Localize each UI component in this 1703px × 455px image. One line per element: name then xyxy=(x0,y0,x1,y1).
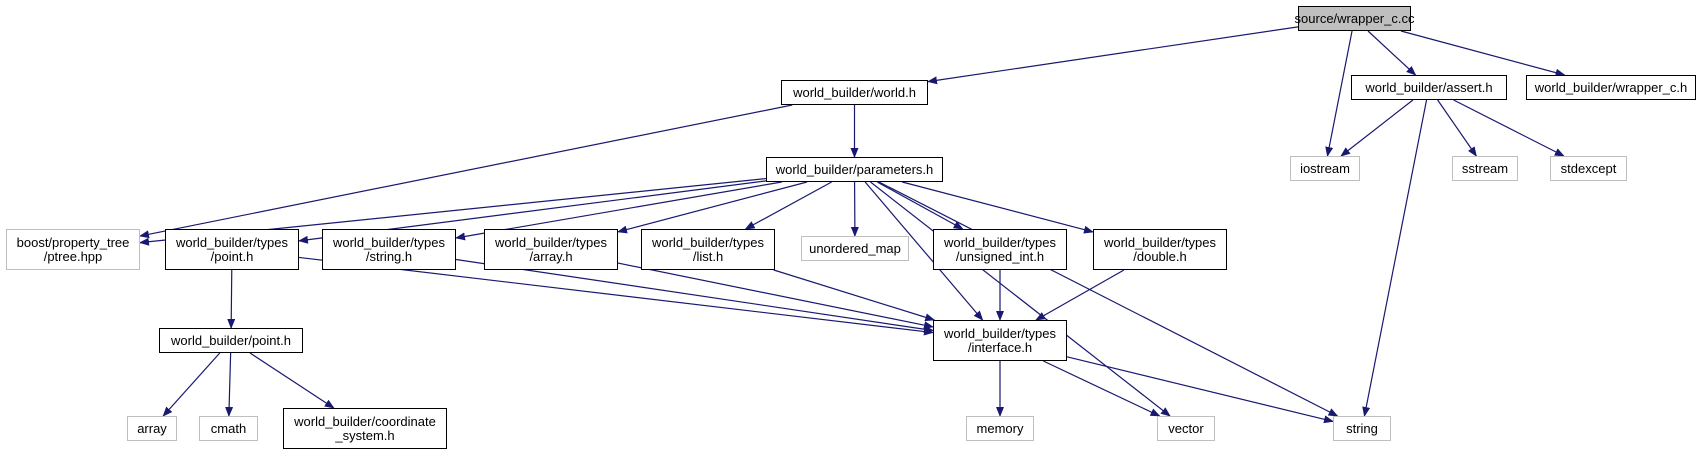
node-label-line: world_builder/parameters.h xyxy=(775,161,934,177)
node-types-array-h[interactable]: world_builder/types /array.h xyxy=(484,229,618,270)
edge-types_array_h-to-types_interface_h xyxy=(617,262,934,330)
node-label-line: world_builder/types xyxy=(943,325,1056,341)
node-unordered-map: unordered_map xyxy=(801,236,909,261)
node-label-line: sstream xyxy=(1461,160,1509,176)
edge-wrapper_c_cc-to-assert_h xyxy=(1367,30,1417,76)
node-array: array xyxy=(127,416,177,441)
node-world-h[interactable]: world_builder/world.h xyxy=(781,80,928,105)
edge-parameters_h-to-types_interface_h xyxy=(864,181,984,321)
node-label-line: world_builder/wrapper_c.h xyxy=(1534,79,1688,95)
node-label-line: source/wrapper_c.cc xyxy=(1294,10,1415,26)
node-types-point-h[interactable]: world_builder/types /point.h xyxy=(165,229,299,270)
edge-types_interface_h-to-vector xyxy=(1043,360,1161,417)
node-label-line: world_builder/world.h xyxy=(793,84,916,100)
node-iostream: iostream xyxy=(1290,156,1360,181)
node-point-h[interactable]: world_builder/point.h xyxy=(159,328,303,353)
node-label-line: /unsigned_int.h xyxy=(955,248,1045,264)
node-label-line: world_builder/assert.h xyxy=(1365,79,1493,95)
node-label-line: /ptree.hpp xyxy=(43,248,103,264)
node-types-string-h[interactable]: world_builder/types /string.h xyxy=(322,229,456,270)
edge-wrapper_c_cc-to-iostream xyxy=(1325,30,1353,157)
node-label-line: world_builder/types xyxy=(175,234,288,250)
node-wrapper-c-h[interactable]: world_builder/wrapper_c.h xyxy=(1526,75,1696,100)
edge-assert_h-to-sstream xyxy=(1437,99,1477,157)
node-vector: vector xyxy=(1157,416,1215,441)
node-label-line: /interface.h xyxy=(967,339,1033,355)
edge-point_h-to-cmath xyxy=(225,352,234,417)
node-source-wrapper-c-cc: source/wrapper_c.cc xyxy=(1295,6,1414,31)
node-label-line: world_builder/types xyxy=(651,234,764,250)
edge-parameters_h-to-types_double_h xyxy=(902,181,1094,234)
node-label-line: unordered_map xyxy=(809,240,901,256)
edge-world_h-to-ptree_hpp xyxy=(139,104,793,239)
edge-assert_h-to-stdexcept xyxy=(1453,99,1565,157)
node-label-line: stdexcept xyxy=(1560,160,1617,176)
node-parameters-h[interactable]: world_builder/parameters.h xyxy=(766,157,943,182)
edge-parameters_h-to-string xyxy=(878,181,1339,417)
node-boost-ptree-hpp: boost/property_tree /ptree.hpp xyxy=(6,229,140,270)
node-types-double-h[interactable]: world_builder/types /double.h xyxy=(1093,229,1227,270)
node-label-line: world_builder/types xyxy=(943,234,1056,250)
edge-parameters_h-to-types_array_h xyxy=(617,181,808,234)
node-types-interface-h[interactable]: world_builder/types /interface.h xyxy=(933,320,1067,361)
edge-parameters_h-to-vector xyxy=(870,181,1171,417)
node-types-list-h[interactable]: world_builder/types /list.h xyxy=(641,229,775,270)
edge-parameters_h-to-types_list_h xyxy=(744,181,832,230)
node-label-line: /double.h xyxy=(1133,248,1187,264)
node-label-line: _system.h xyxy=(335,427,395,443)
node-stdexcept: stdexcept xyxy=(1550,156,1627,181)
node-label-line: world_builder/types xyxy=(494,234,607,250)
node-label-line: world_builder/types xyxy=(1103,234,1216,250)
edge-wrapper_c_cc-to-wrapper_c_h xyxy=(1400,30,1566,77)
edge-types_interface_h-to-string xyxy=(1066,356,1334,424)
edge-assert_h-to-string xyxy=(1362,99,1428,417)
node-cmath: cmath xyxy=(199,416,258,441)
node-label-line: world_builder/types xyxy=(332,234,445,250)
node-label-line: iostream xyxy=(1300,160,1350,176)
edge-point_h-to-coordinate_system_h xyxy=(249,352,335,409)
edge-point_h-to-array xyxy=(162,352,221,417)
node-label-line: /list.h xyxy=(692,248,724,264)
node-label-line: world_builder/coordinate xyxy=(294,413,436,429)
edge-types_list_h-to-types_interface_h xyxy=(773,269,936,322)
node-sstream: sstream xyxy=(1452,156,1518,181)
node-memory: memory xyxy=(966,416,1034,441)
node-types-unsigned-int-h[interactable]: world_builder/types /unsigned_int.h xyxy=(933,229,1067,270)
node-assert-h[interactable]: world_builder/assert.h xyxy=(1351,75,1507,100)
node-label-line: boost/property_tree xyxy=(16,234,130,250)
node-label-line: /string.h xyxy=(365,248,413,264)
node-label-line: string xyxy=(1346,420,1378,436)
edge-types_string_h-to-types_interface_h xyxy=(455,258,934,334)
node-label-line: cmath xyxy=(210,420,247,436)
node-label-line: array xyxy=(137,420,167,436)
node-string: string xyxy=(1333,416,1391,441)
node-label-line: vector xyxy=(1168,420,1204,436)
edge-parameters_h-to-types_string_h xyxy=(455,181,782,241)
edge-types_double_h-to-types_interface_h xyxy=(1035,269,1125,321)
node-label-line: world_builder/point.h xyxy=(171,332,291,348)
node-label-line: memory xyxy=(976,420,1024,436)
node-coordinate-system-h[interactable]: world_builder/coordinate _system.h xyxy=(283,408,447,449)
node-label-line: /point.h xyxy=(210,248,254,264)
edge-parameters_h-to-types_unsigned_int_h xyxy=(876,181,964,230)
edge-types_point_h-to-point_h xyxy=(227,269,236,329)
edge-wrapper_c_cc-to-world_h xyxy=(927,26,1299,85)
node-label-line: /array.h xyxy=(529,248,573,264)
edge-assert_h-to-iostream xyxy=(1340,99,1414,157)
